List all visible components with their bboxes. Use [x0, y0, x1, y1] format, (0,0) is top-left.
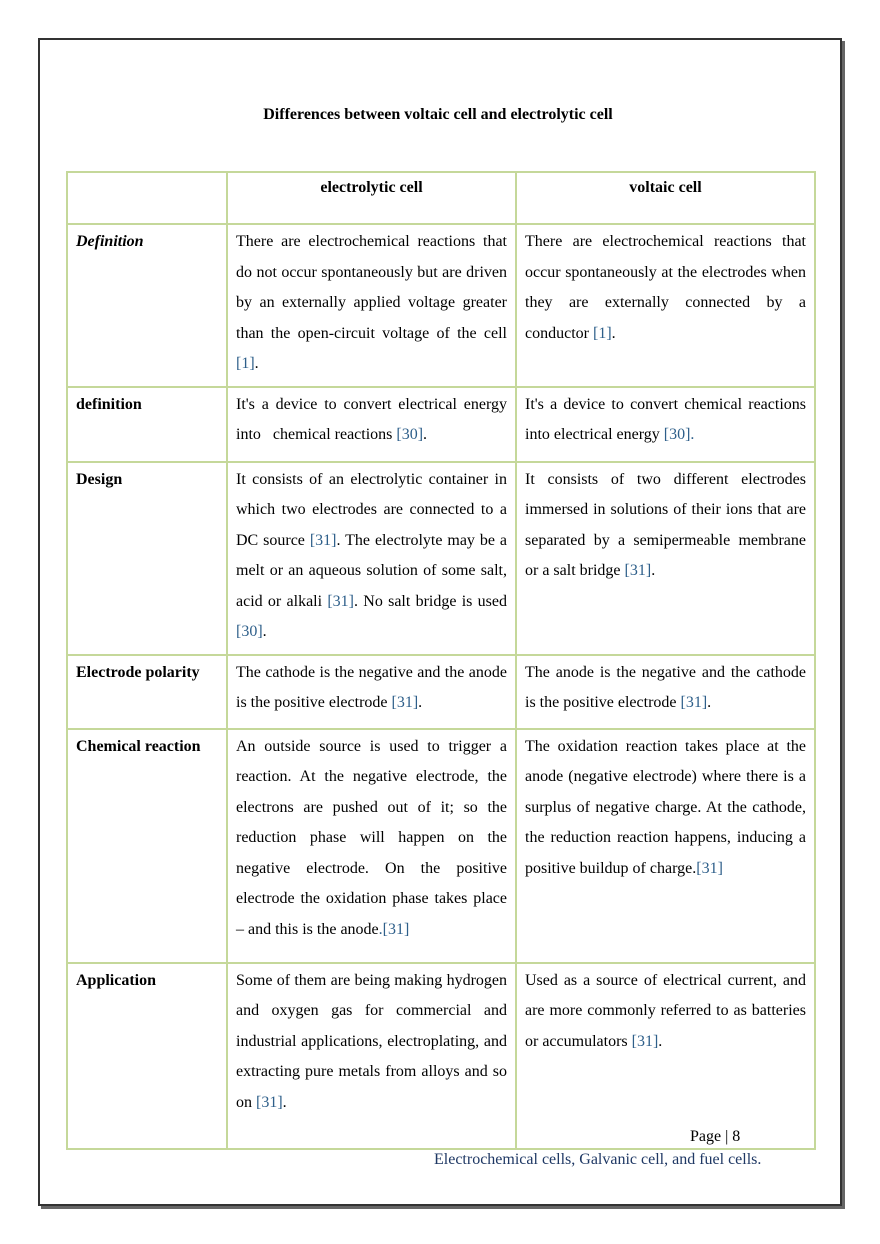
cell-text: It's a device to convert chemical reacti…	[525, 395, 806, 444]
electrolytic-cell-cell: An outside source is used to trigger a r…	[226, 727, 517, 964]
cell-text-end: .	[418, 694, 423, 711]
cell-text-end: .	[262, 623, 267, 640]
cell-text: The anode is the negative and the cathod…	[525, 663, 806, 712]
cell-text-end: .	[423, 426, 428, 443]
cell-text: There are electrochemical reactions that…	[236, 233, 507, 342]
reference: [1]	[236, 355, 255, 372]
reference: [31]	[256, 1093, 283, 1111]
cell-text: . The electrolyte may be a melt or an aq…	[236, 531, 507, 610]
reference: [30]	[396, 426, 424, 443]
voltaic-cell-cell: The anode is the negative and the cathod…	[515, 653, 816, 730]
voltaic-cell-cell: It consists of two different electrodes …	[515, 460, 816, 656]
table-row: Chemical reaction An outside source is u…	[66, 727, 816, 964]
electrolytic-cell-cell: It's a device to convert electrical ener…	[226, 385, 517, 463]
reference: [30].	[663, 426, 695, 443]
reference: [31]	[391, 694, 419, 711]
cell-text: It consists of two different electrodes …	[525, 470, 806, 580]
reference: [31]	[680, 694, 708, 711]
reference: [31]	[631, 1032, 659, 1050]
row-label: definition	[66, 385, 228, 463]
cell-text: An outside source is used to trigger a r…	[236, 737, 507, 938]
voltaic-cell-cell: It's a device to convert chemical reacti…	[515, 385, 816, 463]
table-row: Application Some of them are being makin…	[66, 961, 816, 1150]
reference: [31]	[624, 562, 652, 579]
voltaic-cell-cell: There are electrochemical reactions that…	[515, 223, 816, 388]
footer-text: Electrochemical cells, Galvanic cell, an…	[434, 1151, 762, 1168]
table-row: Design It consists of an electrolytic co…	[66, 460, 816, 656]
voltaic-cell-cell: The oxidation reaction takes place at th…	[515, 727, 816, 964]
row-label: Application	[66, 961, 228, 1150]
cell-text: Used as a source of electrical current, …	[525, 971, 806, 1050]
page-number: Page | 8	[690, 1128, 741, 1145]
reference: [31]	[696, 859, 723, 877]
table-row: Electrode polarity The cathode is the ne…	[66, 653, 816, 730]
row-label: Electrode polarity	[66, 653, 228, 730]
row-label: Chemical reaction	[66, 727, 228, 964]
cell-text-end: .	[611, 324, 616, 342]
reference: [30]	[236, 623, 263, 640]
table-row: definition It's a device to convert elec…	[66, 385, 816, 463]
cell-text-end: .	[658, 1032, 663, 1050]
header-electrolytic: electrolytic cell	[226, 171, 517, 225]
reference: [31]	[309, 531, 337, 549]
comparison-table: electrolytic cell voltaic cell Definitio…	[66, 171, 816, 1150]
cell-text: . No salt bridge is used	[354, 592, 508, 610]
header-voltaic: voltaic cell	[515, 171, 816, 225]
cell-text: It consists of an electrolytic container…	[236, 470, 507, 549]
header-empty	[66, 171, 228, 225]
cell-text-end: .	[254, 355, 259, 372]
cell-text: There are electrochemical reactions that…	[525, 233, 806, 342]
cell-text-end: .	[651, 562, 656, 579]
table-row: Definition There are electrochemical rea…	[66, 223, 816, 388]
cell-text-end: .	[707, 694, 712, 711]
cell-text: Some of them are being making hydrogen a…	[236, 971, 507, 1111]
cell-text: The oxidation reaction takes place at th…	[525, 737, 806, 877]
reference: [31]	[327, 592, 354, 610]
electrolytic-cell-cell: There are electrochemical reactions that…	[226, 223, 517, 388]
row-label: Design	[66, 460, 228, 656]
cell-text: It's a device to convert electrical ener…	[236, 395, 511, 444]
electrolytic-cell-cell: The cathode is the negative and the anod…	[226, 653, 517, 730]
table-header-row: electrolytic cell voltaic cell	[66, 171, 816, 225]
row-label: Definition	[66, 223, 228, 388]
page-title: Differences between voltaic cell and ele…	[263, 106, 613, 123]
electrolytic-cell-cell: Some of them are being making hydrogen a…	[226, 961, 517, 1150]
cell-text-end: .	[282, 1093, 287, 1111]
reference: [1]	[592, 324, 612, 342]
voltaic-cell-cell: Used as a source of electrical current, …	[515, 961, 816, 1150]
electrolytic-cell-cell: It consists of an electrolytic container…	[226, 460, 517, 656]
reference: .[31]	[378, 920, 410, 938]
cell-text: The cathode is the negative and the anod…	[236, 663, 507, 712]
